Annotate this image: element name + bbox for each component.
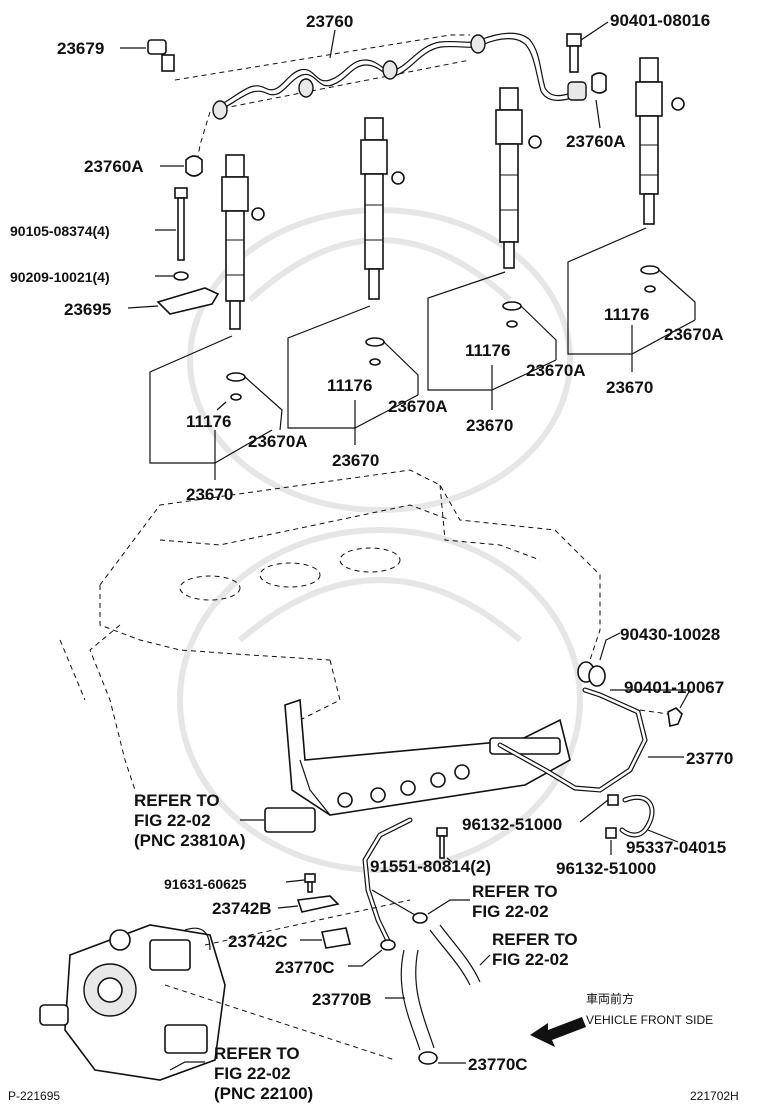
ref1-line2: FIG 22-02	[134, 811, 211, 830]
label-23760: 23760	[306, 12, 353, 31]
label-90401-08016: 90401-08016	[610, 11, 710, 30]
label-23670-4: 23670	[606, 378, 653, 397]
seal-group-3	[427, 271, 557, 410]
ref2-line2: FIG 22-02	[472, 902, 549, 921]
label-11176-3: 11176	[465, 341, 510, 360]
label-90430-10028: 90430-10028	[620, 625, 720, 644]
injector-harness-23760	[174, 29, 587, 176]
label-91631-60625: 91631-60625	[164, 876, 247, 892]
code-left: P-221695	[8, 1089, 60, 1103]
label-11176-4: 11176	[604, 305, 649, 324]
clip-23770C-a	[348, 939, 396, 967]
label-23670A-1: 23670A	[248, 432, 308, 451]
ref1-line1: REFER TO	[134, 791, 220, 810]
ref3-line1: REFER TO	[492, 930, 578, 949]
label-23670A-4: 23670A	[664, 325, 724, 344]
label-23695: 23695	[64, 300, 111, 319]
bolt-90105	[155, 187, 188, 261]
label-23770C-b: 23770C	[468, 1055, 528, 1074]
pipe-23770	[497, 687, 684, 793]
label-23770C-a: 23770C	[275, 958, 335, 977]
label-90209-10021: 90209-10021(4)	[10, 269, 110, 285]
ref3-line2: FIG 22-02	[492, 950, 569, 969]
label-91551-80814: 91551-80814(2)	[370, 857, 491, 876]
bolt-91551	[436, 827, 453, 863]
bracket-23695	[127, 287, 220, 315]
injector-2	[360, 117, 405, 300]
code-right: 221702H	[690, 1089, 739, 1103]
label-23760A-left: 23760A	[84, 157, 144, 176]
label-23679: 23679	[57, 39, 104, 58]
cylinder-head-outline	[59, 469, 601, 791]
label-23670-2: 23670	[332, 451, 379, 470]
bolt-90401-10067	[610, 689, 692, 727]
ref2-line1: REFER TO	[472, 882, 558, 901]
ref4-line1: REFER TO	[214, 1044, 300, 1063]
seal-group-1	[149, 335, 283, 480]
hose-95337	[619, 794, 679, 843]
label-11176-2: 11176	[327, 376, 372, 395]
washer-90209	[155, 271, 189, 281]
fuel-rail	[240, 698, 571, 833]
label-96132-51000-a: 96132-51000	[462, 815, 562, 834]
bolt-90401-08016	[566, 21, 609, 94]
label-23770: 23770	[686, 749, 733, 768]
clip-23770C-b	[418, 1051, 466, 1065]
seal-group-4	[567, 227, 696, 372]
label-23760A-right: 23760A	[566, 132, 626, 151]
fuel-pump	[39, 899, 411, 1081]
label-23670-3: 23670	[466, 416, 513, 435]
clamp-23760A-left	[160, 155, 203, 177]
clamp-23742B	[277, 895, 340, 913]
ref1-line3: (PNC 23810A)	[134, 831, 246, 850]
injector-1	[221, 154, 265, 330]
label-11176-1: 11176	[186, 412, 231, 431]
label-23770B: 23770B	[312, 990, 372, 1009]
ref4-line2: FIG 22-02	[214, 1064, 291, 1083]
label-90401-10067: 90401-10067	[624, 678, 724, 697]
injector-3	[495, 87, 542, 269]
label-90105-08374: 90105-08374(4)	[10, 223, 110, 239]
label-23670A-2: 23670A	[388, 397, 448, 416]
bolt-91631	[285, 873, 316, 893]
front-arrow	[530, 1017, 586, 1047]
clamp-23742C	[300, 927, 351, 949]
clip-96132-a	[579, 794, 619, 823]
label-23670-1: 23670	[186, 485, 233, 504]
clip-96132-b	[605, 827, 617, 855]
front-label-en: VEHICLE FRONT SIDE	[586, 1013, 713, 1027]
seal-group-2	[287, 305, 419, 445]
injector-4	[635, 57, 685, 225]
fuel-line-main	[362, 817, 481, 1051]
label-96132-51000-b: 96132-51000	[556, 859, 656, 878]
label-23670A-3: 23670A	[526, 361, 586, 380]
label-23742B: 23742B	[212, 899, 272, 918]
ref4-line3: (PNC 22100)	[214, 1084, 313, 1103]
bolt-23679	[120, 39, 175, 72]
gasket-90430	[577, 632, 621, 687]
label-23742C: 23742C	[228, 932, 288, 951]
clip-ref2	[412, 899, 470, 924]
label-95337-04015: 95337-04015	[626, 838, 726, 857]
front-label-jp: 車両前方	[586, 991, 634, 1006]
